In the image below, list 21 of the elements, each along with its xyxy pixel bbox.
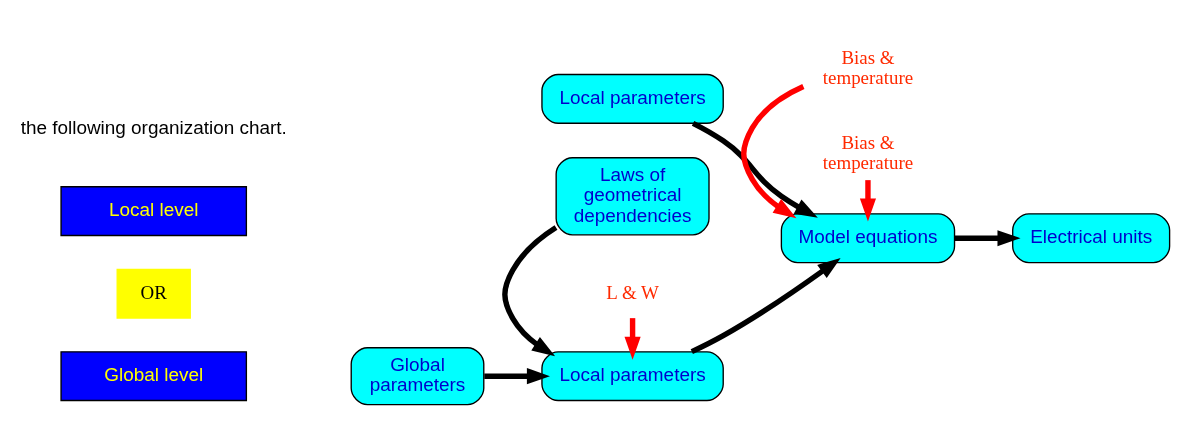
arrow [691, 120, 818, 218]
arrow [502, 225, 558, 357]
node-box: Local parameters [541, 73, 724, 124]
node-box: Laws of geometrical dependencies [555, 157, 710, 236]
arrow [690, 257, 841, 355]
node-box: Electrical units [1012, 213, 1171, 264]
node-box: Global level [60, 351, 248, 402]
node-text: Bias & temperature [822, 132, 914, 174]
arrow [954, 230, 1021, 247]
label: the following organization chart. [20, 116, 287, 138]
node-box: Global parameters [350, 347, 485, 406]
arrow [741, 84, 805, 219]
node-box: Local parameters [541, 351, 724, 402]
node-box: Local level [60, 186, 248, 237]
arrow [624, 318, 641, 360]
arrow [859, 180, 877, 222]
arrow [484, 368, 550, 385]
node-text: Bias & temperature [822, 46, 914, 89]
node-box: Model equations [780, 213, 956, 264]
node-box: OR [116, 268, 191, 319]
node-text: L & W [606, 281, 659, 303]
